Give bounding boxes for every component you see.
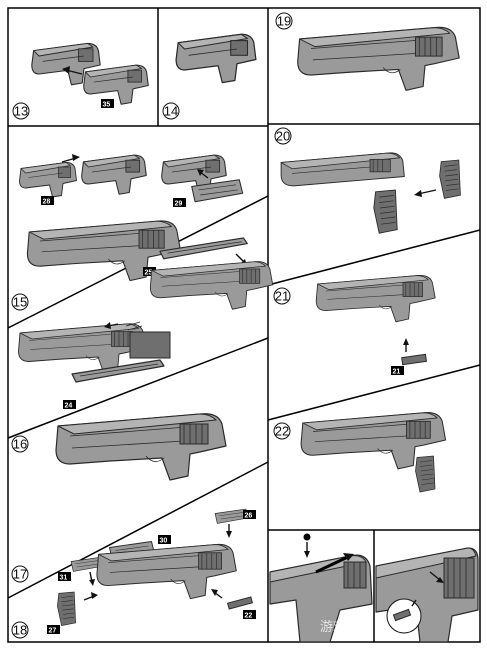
part-tag-25: [143, 267, 156, 276]
step-14-illustration: [175, 33, 257, 84]
part-tag-29-label: 29: [175, 201, 183, 208]
step-13-illustration: 35: [31, 42, 149, 109]
step-19-number: 19: [275, 12, 293, 30]
part-tag-24-label: 24: [65, 403, 73, 410]
step-16-number: 16: [11, 435, 29, 453]
step-16-label: 16: [13, 437, 27, 452]
step-17-label: 17: [13, 567, 27, 582]
step-20-illustration: [280, 152, 461, 234]
step-20-number: 20: [274, 127, 292, 145]
part-tag-26-label: 26: [245, 513, 253, 520]
part-tag-28-label: 28: [43, 199, 51, 206]
part-tag-28: [41, 196, 54, 205]
step-13-number: 13: [12, 102, 30, 120]
part-tag-26: [243, 510, 256, 519]
step-20-label: 20: [276, 129, 290, 144]
step-19-label: 19: [277, 14, 291, 29]
step-13-label: 13: [14, 104, 28, 119]
step-15-number: 15: [11, 293, 29, 311]
detail-panel-right: [375, 547, 479, 643]
part-tag-22-label: 22: [245, 613, 253, 620]
step-18-label: 18: [13, 623, 27, 638]
part-tag-29: [173, 198, 186, 207]
step-21-label: 21: [275, 289, 289, 304]
part-tag-27: [47, 625, 60, 634]
part-tag-21-label: 21: [393, 369, 401, 376]
step-15-illustration: 28 29 25: [19, 154, 274, 310]
part-tag-21: [391, 366, 404, 375]
step-14-number: 14: [162, 102, 180, 120]
step-15b-illustration: 24: [18, 321, 171, 410]
step-17-illustration: 26 30 31 27 22: [47, 508, 256, 635]
detail-panel-left: [269, 533, 373, 643]
part-tag-35-label: 35: [103, 102, 111, 109]
step-18-number: 18: [11, 621, 29, 639]
step-22-label: 22: [275, 424, 289, 439]
part-tag-35: [101, 99, 114, 108]
part-tag-30-label: 30: [160, 538, 168, 545]
step-22-illustration: [300, 412, 447, 493]
step-17-number: 17: [11, 565, 29, 583]
step-21-number: 21: [273, 287, 291, 305]
step-14-label: 14: [164, 104, 178, 119]
step-16-illustration: [55, 413, 227, 481]
part-tag-27-label: 27: [49, 628, 57, 635]
part-tag-31-label: 31: [60, 575, 68, 582]
step-19-illustration: [297, 26, 460, 91]
part-tag-31: [58, 572, 71, 581]
part-tag-25-label: 25: [145, 270, 153, 277]
part-tag-24: [63, 400, 76, 409]
watermark-text: 游戏区: [320, 620, 359, 635]
step-21-illustration: 21: [315, 274, 436, 376]
step-22-number: 22: [273, 422, 291, 440]
part-tag-30: [158, 535, 171, 544]
panel-borders: [7, 7, 481, 643]
part-tag-22: [243, 610, 256, 619]
step-15-label: 15: [13, 295, 27, 310]
